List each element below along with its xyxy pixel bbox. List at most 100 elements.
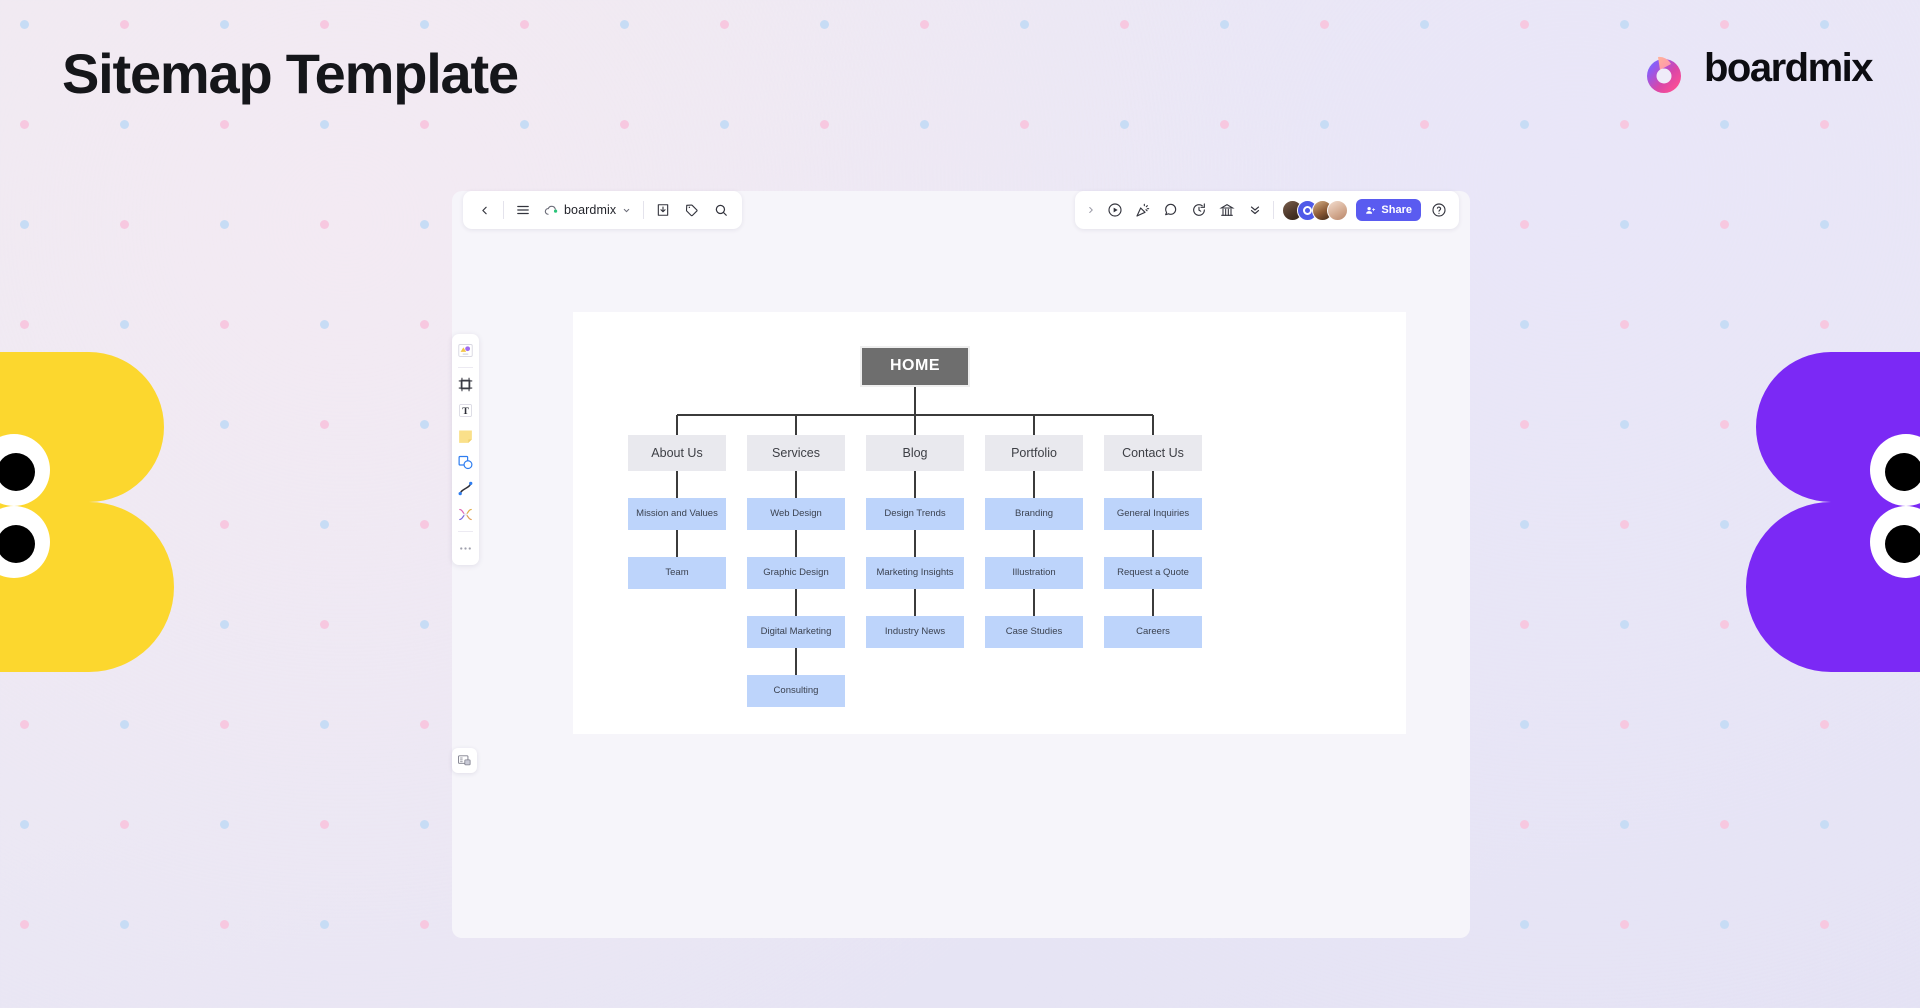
timer-icon[interactable] — [1189, 200, 1209, 220]
background-dot — [120, 920, 129, 929]
sitemap-node-level2[interactable]: Industry News — [866, 616, 964, 648]
background-dot — [1520, 120, 1529, 129]
background-dot — [1320, 120, 1329, 129]
background-dot — [220, 820, 229, 829]
document-name-chip[interactable]: boardmix — [542, 203, 634, 218]
background-dot — [1820, 920, 1829, 929]
text-icon[interactable]: T — [456, 401, 475, 420]
background-dot — [1520, 320, 1529, 329]
background-dot — [1120, 120, 1129, 129]
sitemap-node-level2[interactable]: Web Design — [747, 498, 845, 530]
help-circle-icon[interactable] — [1429, 200, 1449, 220]
sitemap-node-level2[interactable]: Branding — [985, 498, 1083, 530]
vote-ballot-icon[interactable] — [1217, 200, 1237, 220]
sticky-note-icon[interactable] — [456, 427, 475, 446]
sitemap-node-level1[interactable]: Services — [747, 435, 845, 471]
sitemap-node-level2[interactable]: Graphic Design — [747, 557, 845, 589]
background-dot — [1420, 20, 1429, 29]
export-download-icon[interactable] — [653, 200, 673, 220]
play-present-icon[interactable] — [1105, 200, 1125, 220]
edge-col1-child0 — [795, 471, 797, 498]
background-dot — [1720, 820, 1729, 829]
toolbar-divider-3 — [1273, 201, 1275, 219]
background-dot — [420, 620, 429, 629]
background-dot — [1520, 220, 1529, 229]
more-tools-icon[interactable] — [456, 539, 475, 558]
sitemap-node-level2[interactable]: Case Studies — [985, 616, 1083, 648]
background-dot — [1720, 20, 1729, 29]
hamburger-menu-icon[interactable] — [513, 200, 533, 220]
background-dot — [220, 320, 229, 329]
toolbar-divider-2 — [643, 201, 645, 219]
background-dot — [1720, 720, 1729, 729]
sitemap-node-home[interactable]: HOME — [860, 346, 970, 387]
background-dot — [1620, 520, 1629, 529]
background-dot — [520, 120, 529, 129]
background-dot — [1820, 720, 1829, 729]
background-dot — [1820, 120, 1829, 129]
sitemap-node-level2[interactable]: Digital Marketing — [747, 616, 845, 648]
background-dot — [320, 820, 329, 829]
background-dot — [1820, 820, 1829, 829]
templates-icon[interactable] — [456, 341, 475, 360]
background-dot — [820, 20, 829, 29]
boardmix-logo-icon — [1646, 46, 1681, 93]
background-dot — [920, 20, 929, 29]
sitemap-node-level2[interactable]: Mission and Values — [628, 498, 726, 530]
sitemap-node-level1[interactable]: Contact Us — [1104, 435, 1202, 471]
toolbar-divider — [503, 201, 504, 219]
edge-bus-to-column-2 — [914, 415, 916, 435]
background-dot — [220, 620, 229, 629]
sitemap-node-level2[interactable]: Request a Quote — [1104, 557, 1202, 589]
background-dot — [1620, 320, 1629, 329]
avatar[interactable] — [1327, 199, 1349, 221]
sitemap-node-level2[interactable]: Design Trends — [866, 498, 964, 530]
search-icon[interactable] — [711, 200, 731, 220]
background-dot — [1720, 920, 1729, 929]
chevrons-down-icon[interactable] — [1245, 200, 1265, 220]
background-dot — [1820, 220, 1829, 229]
sitemap-node-level2[interactable]: Careers — [1104, 616, 1202, 648]
edge-root-trunk — [914, 387, 916, 415]
presentation-frame-button[interactable] — [452, 748, 477, 773]
edge-bus-to-column-1 — [795, 415, 797, 435]
chevron-left-icon[interactable] — [474, 200, 494, 220]
background-dot — [1120, 20, 1129, 29]
frame-icon[interactable] — [456, 375, 475, 394]
chevron-right-icon[interactable] — [1085, 200, 1097, 220]
sitemap-node-level1[interactable]: About Us — [628, 435, 726, 471]
chevron-down-icon[interactable] — [621, 205, 632, 216]
background-dot — [1020, 20, 1029, 29]
background-dot — [20, 320, 29, 329]
sitemap-node-level1[interactable]: Portfolio — [985, 435, 1083, 471]
tag-icon[interactable] — [682, 200, 702, 220]
background-dot — [1220, 120, 1229, 129]
edge-bus-to-column-3 — [1033, 415, 1035, 435]
share-button[interactable]: Share — [1356, 199, 1421, 221]
sitemap-node-level2[interactable]: Illustration — [985, 557, 1083, 589]
comment-bubble-icon[interactable] — [1161, 200, 1181, 220]
sitemap-node-level1[interactable]: Blog — [866, 435, 964, 471]
mindmap-icon[interactable] — [456, 505, 475, 524]
edge-col1-child1 — [795, 530, 797, 557]
collaborator-avatars[interactable] — [1282, 199, 1349, 221]
shapes-icon[interactable] — [456, 453, 475, 472]
sitemap-node-level2[interactable]: Marketing Insights — [866, 557, 964, 589]
connector-line-icon[interactable] — [456, 479, 475, 498]
background-dot — [1520, 520, 1529, 529]
top-left-toolbar: boardmix — [463, 191, 743, 229]
background-dot — [20, 20, 29, 29]
background-dot — [320, 520, 329, 529]
confetti-icon[interactable] — [1133, 200, 1153, 220]
background-dot — [1520, 720, 1529, 729]
background-dot — [1620, 820, 1629, 829]
sitemap-node-level2[interactable]: Consulting — [747, 675, 845, 707]
rail-divider — [458, 367, 473, 368]
background-dot — [20, 220, 29, 229]
sitemap-node-level2[interactable]: Team — [628, 557, 726, 589]
sitemap-node-level2[interactable]: General Inquiries — [1104, 498, 1202, 530]
background-dot — [420, 720, 429, 729]
brand-logo: boardmix — [1638, 42, 1874, 94]
